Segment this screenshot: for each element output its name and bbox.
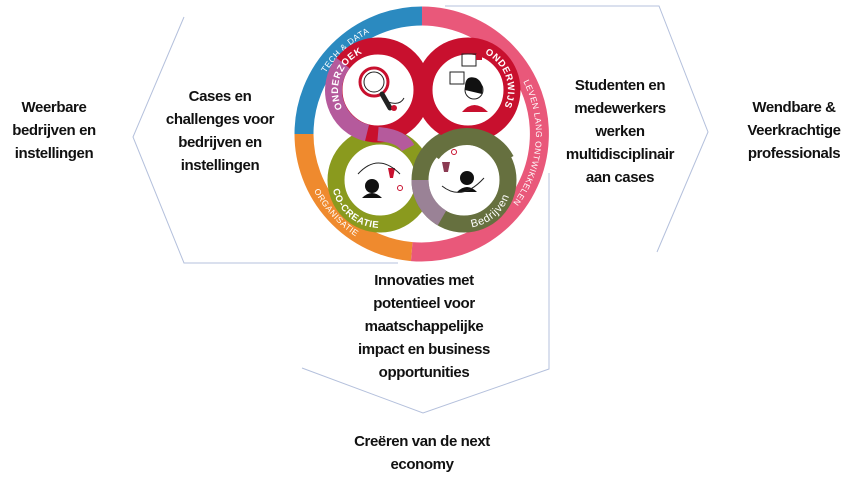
business-people-icon (441, 149, 485, 193)
text-line: bedrijven en (12, 122, 96, 139)
text-line: professionals (747, 145, 841, 162)
text-line: multidisciplinair (565, 146, 675, 163)
down-chevron-outline (301, 173, 550, 414)
text-line: medewerkers (574, 100, 666, 117)
label-cases-challenges: Cases en challenges voor bedrijven en in… (165, 85, 275, 177)
ring-segment-organisatie (294, 133, 413, 262)
left-chevron-outline (132, 16, 398, 264)
text-line: Weerbare (21, 99, 87, 116)
text-line: Studenten en (574, 77, 666, 94)
text-line: instellingen (180, 157, 260, 174)
text-line: aan cases (585, 169, 655, 186)
text-line: challenges voor (165, 111, 275, 128)
text-line: Cases en (188, 88, 252, 105)
label-innovaties: Innovaties met potentieel voor maatschap… (358, 269, 490, 384)
magnifier-icon (358, 66, 405, 111)
text-line: opportunities (378, 364, 470, 381)
loop-bedrijven-top (425, 128, 514, 165)
text-line: economy (390, 456, 454, 473)
text-line: Creëren van de next (354, 433, 490, 450)
text-line: instellingen (14, 145, 94, 162)
label-studenten-medewerkers: Studenten en medewerkers werken multidis… (565, 74, 675, 189)
text-line: Wendbare & (752, 99, 836, 116)
label-wendbare-professionals: Wendbare & Veerkrachtige professionals (747, 96, 841, 165)
puzzle-person-icon (449, 53, 488, 112)
right-chevron-outline (445, 5, 709, 253)
label-next-economy: Creëren van de next economy (354, 430, 490, 476)
loop-bedrijven-accent (411, 179, 447, 226)
text-line: potentieel voor (373, 295, 475, 312)
ring-segment-leven-lang (410, 6, 549, 262)
text-line: bedrijven en (178, 134, 262, 151)
loop-onderzoek-accent (325, 57, 370, 142)
text-line: Veerkrachtige (747, 122, 841, 139)
cocreation-people-icon (357, 162, 403, 198)
loop-onderzoek-tail (377, 127, 415, 152)
text-line: maatschappelijke (364, 318, 484, 335)
text-line: werken (595, 123, 645, 140)
label-weerbare-bedrijven: Weerbare bedrijven en instellingen (12, 96, 96, 165)
innovation-wheel: TECH & DATA LEVEN LANG ONTWIKKELEN ORGAN… (294, 6, 549, 262)
text-line: Innovaties met (374, 272, 474, 289)
text-line: impact en business (357, 341, 491, 358)
ring-segment-tech-data (294, 6, 423, 135)
